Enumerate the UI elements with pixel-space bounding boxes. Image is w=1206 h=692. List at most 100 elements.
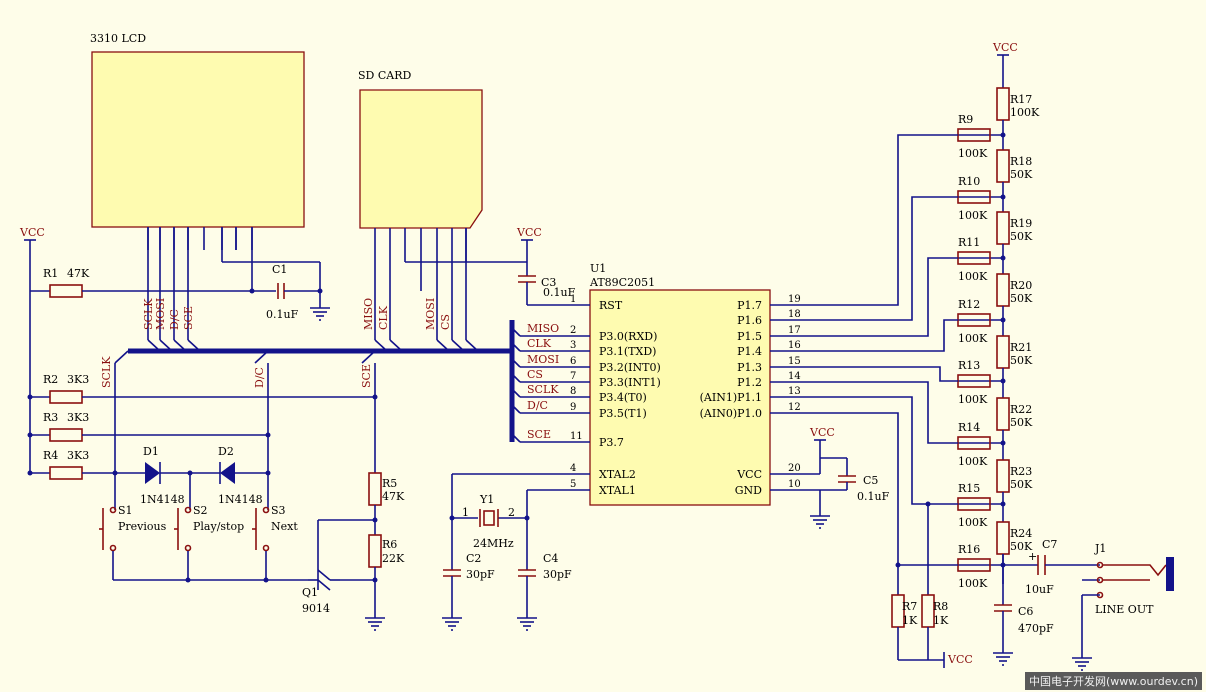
ref-R15: R15	[958, 482, 980, 495]
junction-dot	[27, 432, 33, 438]
junction-dot	[249, 288, 255, 294]
mcu-pin-num: 17	[788, 325, 801, 336]
mcu-pin-num: 16	[788, 340, 801, 351]
mcu-pin-num: 7	[570, 371, 576, 382]
junction-dot	[265, 470, 271, 476]
ref-C4: C4	[543, 552, 558, 565]
vcc-mcu: VCC	[809, 426, 835, 439]
crystal-Y1	[483, 510, 495, 526]
ref-R14: R14	[958, 421, 980, 434]
mcu-pin-P1.6: P1.6	[737, 314, 762, 327]
switch-contact	[109, 506, 117, 514]
value-R12: 100K	[958, 332, 988, 345]
c7-polarity: +	[1028, 550, 1037, 563]
junction-dot	[265, 432, 271, 438]
resistor-R17	[996, 87, 1010, 121]
resistor-R2	[49, 390, 83, 404]
ref-C3: C3	[541, 276, 556, 289]
value-R20: 50K	[1010, 292, 1033, 305]
bus-net-MISO: MISO	[527, 322, 559, 335]
mcu-pin-P1.5: P1.5	[737, 330, 762, 343]
junction-dot	[449, 515, 455, 521]
value-J1: LINE OUT	[1095, 603, 1154, 616]
ref-R11: R11	[958, 236, 980, 249]
value-C4: 30pF	[543, 568, 572, 581]
ref-R18: R18	[1010, 155, 1032, 168]
junction-dot	[372, 517, 378, 523]
junction-dot	[1000, 378, 1006, 384]
switch-contact	[109, 544, 117, 552]
mcu-pin-num: 13	[788, 386, 801, 397]
value-R24: 50K	[1010, 540, 1033, 553]
bus-net-SCLK: SCLK	[527, 383, 559, 396]
junction-dot	[1000, 317, 1006, 323]
wire	[795, 396, 958, 505]
ref-S3: S3	[271, 504, 286, 517]
ref-R6: R6	[382, 538, 397, 551]
value-C5: 0.1uF	[857, 490, 890, 503]
ref-C1: C1	[272, 263, 287, 276]
value-R7: 1K	[902, 614, 918, 627]
mcu-pin-num: 4	[570, 463, 576, 474]
value-R2: 3K3	[67, 373, 89, 386]
value-Q1: 9014	[302, 602, 330, 615]
value-R23: 50K	[1010, 478, 1033, 491]
mcu-pin-num: 20	[788, 463, 801, 474]
bus-entry	[511, 358, 521, 368]
resistor-R24	[996, 521, 1010, 555]
value-R14: 100K	[958, 455, 988, 468]
wire	[795, 134, 958, 306]
resistor-R22	[996, 397, 1010, 431]
value-D2: 1N4148	[218, 493, 263, 506]
ref-R19: R19	[1010, 217, 1032, 230]
net-label-D/C: D/C	[253, 367, 266, 388]
junction-dot	[372, 577, 378, 583]
value-S1: Previous	[118, 520, 167, 533]
junction-dot	[185, 577, 191, 583]
value-R19: 50K	[1010, 230, 1033, 243]
mcu-pin-P3.0(RXD): P3.0(RXD)	[599, 330, 657, 343]
value-R4: 3K3	[67, 449, 89, 462]
jack-J1	[1166, 557, 1174, 591]
ref-R21: R21	[1010, 341, 1032, 354]
ref-C6: C6	[1018, 605, 1033, 618]
mcu-pin-P3.7: P3.7	[599, 436, 624, 449]
bus-net-CLK: CLK	[527, 337, 552, 350]
mcu-pin-num: 15	[788, 356, 801, 367]
wire	[795, 366, 958, 382]
bus-entry	[511, 404, 521, 414]
mcu-U1	[589, 289, 771, 506]
value-S2: Play/stop	[193, 520, 244, 533]
value-C6: 470pF	[1018, 622, 1054, 635]
mcu-pin-num: 18	[788, 309, 801, 320]
mcu-pin-RST: RST	[599, 299, 623, 312]
bus-entry	[254, 350, 269, 364]
value-R16: 100K	[958, 577, 988, 590]
mcu-pin-(AIN0)P1.0: (AIN0)P1.0	[700, 407, 762, 420]
ref-Y1: Y1	[479, 493, 494, 506]
junction-dot	[317, 288, 323, 294]
resistor-R6	[368, 534, 382, 568]
junction-dot	[27, 394, 33, 400]
ref-R17: R17	[1010, 93, 1032, 106]
mcu-pin-P3.1(TXD): P3.1(TXD)	[599, 345, 656, 358]
mcu-pin-P1.2: P1.2	[737, 376, 762, 389]
value-R22: 50K	[1010, 416, 1033, 429]
value-R6: 22K	[382, 552, 405, 565]
ref-D2: D2	[218, 445, 234, 458]
bus-entry	[361, 350, 376, 364]
ref-Q1: Q1	[302, 586, 318, 599]
value-D1: 1N4148	[140, 493, 185, 506]
value-R5: 47K	[382, 490, 405, 503]
junction-dot	[1000, 440, 1006, 446]
wire	[795, 196, 958, 321]
bus-entry	[511, 342, 521, 352]
value-R10: 100K	[958, 209, 988, 222]
junction-dot	[27, 470, 33, 476]
ref-R8: R8	[933, 600, 948, 613]
ref-R10: R10	[958, 175, 980, 188]
mcu-pin-XTAL1: XTAL1	[599, 484, 636, 497]
ref-C5: C5	[863, 474, 878, 487]
vcc-label-bottom: VCC	[947, 653, 973, 666]
